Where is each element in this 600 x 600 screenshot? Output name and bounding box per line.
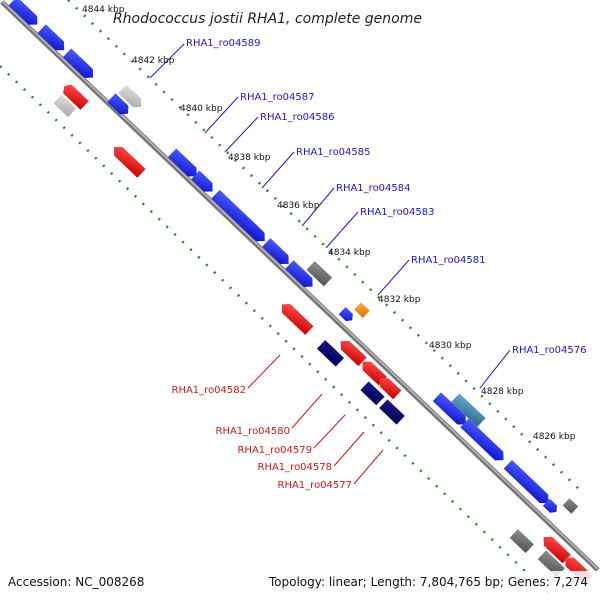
gene-feature[interactable]: [167, 148, 201, 180]
reverse-leaders: [247, 354, 384, 485]
gene-label[interactable]: RHA1_ro04579: [238, 445, 313, 456]
gene-feature[interactable]: [460, 418, 507, 465]
tick-label: 4832 kbp: [378, 295, 421, 305]
gene-feature[interactable]: [509, 529, 534, 554]
gene-feature[interactable]: [306, 261, 333, 287]
forward-gene-labels: RHA1_ro04589 RHA1_ro04587 RHA1_ro04586 R…: [186, 38, 587, 356]
forward-leaders: [149, 43, 511, 389]
gene-feature[interactable]: [338, 307, 356, 324]
gene-feature[interactable]: [316, 340, 345, 367]
tick-label: 4844 kbp: [82, 5, 125, 15]
gene-feature[interactable]: [37, 24, 69, 54]
gene-feature[interactable]: [60, 82, 89, 110]
accession-text: Accession: NC_008268: [8, 575, 144, 589]
gene-label[interactable]: RHA1_ro04580: [216, 426, 291, 437]
gene-label[interactable]: RHA1_ro04578: [258, 462, 333, 473]
gene-label[interactable]: RHA1_ro04583: [360, 207, 435, 218]
gene-feature[interactable]: [191, 170, 217, 196]
tick-label: 4842 kbp: [132, 56, 175, 66]
gene-feature[interactable]: [118, 84, 145, 112]
tick-label: 4840 kbp: [180, 104, 223, 114]
gene-feature[interactable]: [360, 381, 385, 406]
gene-label[interactable]: RHA1_ro04576: [512, 345, 587, 356]
gene-label[interactable]: RHA1_ro04589: [186, 38, 261, 49]
gene-feature[interactable]: [285, 260, 316, 291]
gene-feature[interactable]: [376, 374, 402, 400]
backbone: [0, 0, 600, 572]
gene-label[interactable]: RHA1_ro04582: [172, 385, 247, 396]
gene-label[interactable]: RHA1_ro04586: [260, 112, 335, 123]
gene-feature[interactable]: [354, 302, 370, 318]
gene-feature[interactable]: [262, 238, 293, 268]
gene-label[interactable]: RHA1_ro04584: [336, 183, 411, 194]
map-title: Rhodococcus jostii RHA1, complete genome: [113, 11, 422, 27]
tick-label: 4838 kbp: [228, 153, 271, 163]
gene-feature[interactable]: [379, 399, 405, 425]
tick-label: 4836 kbp: [277, 201, 320, 211]
ruler-lines: [0, 0, 581, 600]
tick-label: 4834 kbp: [328, 248, 371, 258]
gene-feature[interactable]: [451, 393, 486, 427]
tick-label: 4830 kbp: [429, 341, 472, 351]
tick-label: 4826 kbp: [533, 432, 576, 442]
genome-summary: Topology: linear; Length: 7,804,765 bp; …: [268, 575, 588, 589]
gene-feature[interactable]: [562, 498, 579, 514]
gene-feature[interactable]: [539, 533, 571, 564]
ruler-reverse: [0, 65, 556, 600]
tick-label: 4828 kbp: [481, 387, 524, 397]
gene-feature[interactable]: [432, 392, 470, 428]
gene-feature[interactable]: [537, 550, 565, 578]
reverse-gene-labels: RHA1_ro04582 RHA1_ro04580 RHA1_ro04579 R…: [172, 385, 353, 491]
gene-feature[interactable]: [107, 93, 132, 118]
footer-background: [0, 571, 600, 600]
gene-feature[interactable]: [211, 189, 269, 246]
gene-feature[interactable]: [503, 459, 553, 507]
gene-feature[interactable]: [110, 143, 146, 178]
gene-feature[interactable]: [53, 94, 77, 118]
gene-feature[interactable]: [62, 48, 97, 82]
gene-feature[interactable]: [278, 300, 314, 335]
gene-feature[interactable]: [8, 0, 42, 29]
gene-feature[interactable]: [337, 337, 367, 367]
gene-label[interactable]: RHA1_ro04581: [411, 255, 486, 266]
gene-label[interactable]: RHA1_ro04587: [240, 92, 315, 103]
gene-label[interactable]: RHA1_ro04585: [296, 147, 371, 158]
kbp-ticks: 4844 kbp 4842 kbp 4840 kbp 4838 kbp 4836…: [82, 5, 576, 442]
gene-feature[interactable]: [542, 498, 560, 516]
gene-label[interactable]: RHA1_ro04577: [278, 480, 353, 491]
ruler-forward: [67, 0, 581, 491]
